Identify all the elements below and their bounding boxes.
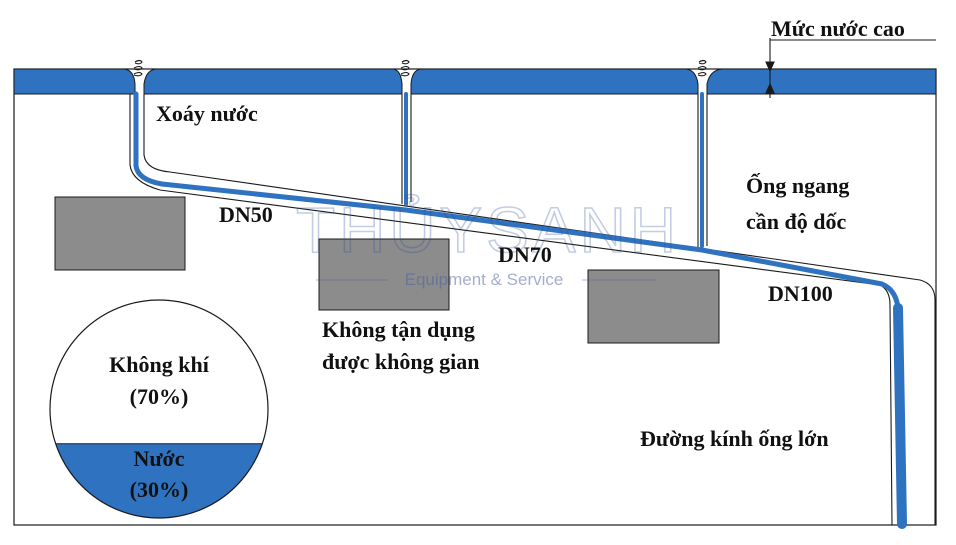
label-water-percent: (30%) [130,477,189,502]
pipe-cross-section [49,299,269,519]
water-surface-segment [706,68,937,95]
pipe-water-flow [133,91,907,529]
vortex-icons [133,59,707,77]
label-large-pipe: Đường kính ống lớn [640,426,829,451]
flow-vertical-dn100 [893,303,907,529]
label-air-percent: (70%) [130,384,189,409]
riser-wall [401,94,412,204]
label-slope-line2: cần độ dốc [746,209,846,234]
riser-wall [697,94,708,248]
watermark-brand: THỦYSANH [296,193,680,266]
water-surface [13,68,937,95]
label-water: Nước [133,446,184,471]
label-vortex: Xoáy nước [156,101,258,126]
flow-horizontal [159,181,901,311]
label-waste-line2: được không gian [322,349,479,374]
water-surface-segment [410,68,699,95]
label-slope-line1: Ống ngang [746,173,849,198]
pipe-outer-left-wall [129,94,893,526]
pipe-outer-top-wall [143,94,936,525]
label-dn70: DN70 [498,242,552,267]
obstacle-block-middle [318,238,450,311]
water-surface-segment [13,68,136,95]
label-waste-line1: Không tận dụng [322,317,475,342]
obstacle-block-left [54,196,186,271]
obstacle-block-right [587,269,720,344]
label-air: Không khí [109,352,210,377]
pipe-walls [129,94,936,526]
flow-riser-1 [133,91,165,187]
vortex-icon [133,59,143,77]
water-surface-segment [143,68,403,95]
label-high-water-level: Mức nước cao [771,16,905,41]
high-water-level-marker [765,38,936,98]
cross-section-outline [49,299,269,519]
watermark-tagline: Equipment & Service [405,270,564,289]
vortex-icon [697,59,707,77]
vortex-icon [400,59,410,77]
label-dn100: DN100 [768,281,833,306]
label-dn50: DN50 [219,202,273,227]
